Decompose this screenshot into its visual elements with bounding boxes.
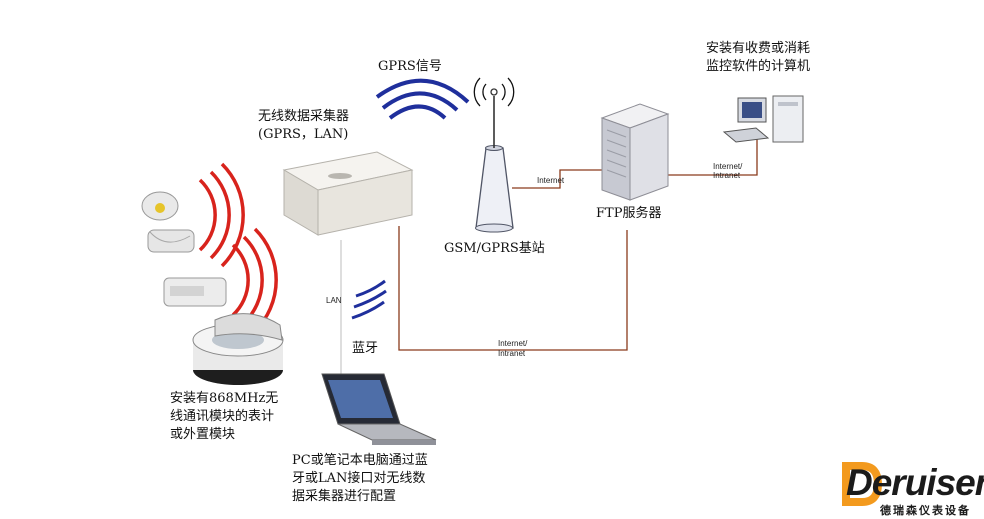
ftp-server bbox=[600, 103, 670, 201]
internet-intranet-label-bottom-line2: Intranet bbox=[498, 349, 526, 358]
pc-label-line3: 据采集器进行配置 bbox=[292, 489, 397, 504]
bluetooth-arcs bbox=[351, 279, 387, 320]
computer-label-line1: 安装有收费或消耗 bbox=[706, 41, 811, 56]
meters-label-line3: 或外置模块 bbox=[170, 427, 236, 442]
internet-link-label: Internet bbox=[537, 176, 565, 185]
meters-label-line2: 线通讯模块的表计 bbox=[170, 409, 275, 424]
water-meter bbox=[192, 313, 284, 385]
logo-wordmark: Deruisen bbox=[846, 462, 984, 503]
gprs-signal-label: GPRS信号 bbox=[378, 59, 442, 74]
pc-label-line1: PC或笔记本电脑通过蓝 bbox=[292, 453, 428, 468]
computer-label-line2: 监控软件的计算机 bbox=[706, 59, 811, 74]
ftp-server-label: FTP服务器 bbox=[596, 206, 662, 221]
laptop bbox=[321, 373, 437, 445]
pc-label-line2: 牙或LAN接口对无线数 bbox=[292, 471, 426, 486]
meters-label-line1: 安装有868MHz无 bbox=[170, 391, 279, 406]
logo-subtitle: 德瑞森仪表设备 bbox=[880, 504, 971, 517]
blue-gprs-arcs bbox=[375, 78, 470, 120]
base-station-label: GSM/GPRS基站 bbox=[444, 241, 545, 256]
antenna-signal-arcs bbox=[473, 77, 515, 107]
bluetooth-label: 蓝牙 bbox=[352, 341, 379, 356]
internet-intranet-label-top-line1: Internet/ bbox=[713, 162, 743, 171]
desktop-computer bbox=[722, 95, 804, 143]
data-collector-device bbox=[282, 151, 414, 236]
red-signal-arcs-upper bbox=[198, 162, 245, 268]
logo-mark bbox=[842, 462, 883, 506]
connection-lines bbox=[398, 138, 758, 351]
meter-device-top bbox=[141, 191, 195, 253]
internet-intranet-label-top-line2: Intranet bbox=[713, 171, 741, 180]
collector-label-line1: 无线数据采集器 bbox=[258, 109, 350, 124]
internet-intranet-label-bottom-line1: Internet/ bbox=[498, 339, 528, 348]
line-ftp-computer bbox=[668, 138, 758, 176]
meter-module bbox=[163, 277, 227, 307]
base-station bbox=[475, 88, 514, 233]
line-collector-ftp bbox=[398, 226, 628, 351]
collector-label-line2: (GPRS，LAN) bbox=[258, 127, 349, 142]
line-basestation-ftp bbox=[512, 169, 606, 189]
lan-label: LAN bbox=[326, 296, 342, 305]
